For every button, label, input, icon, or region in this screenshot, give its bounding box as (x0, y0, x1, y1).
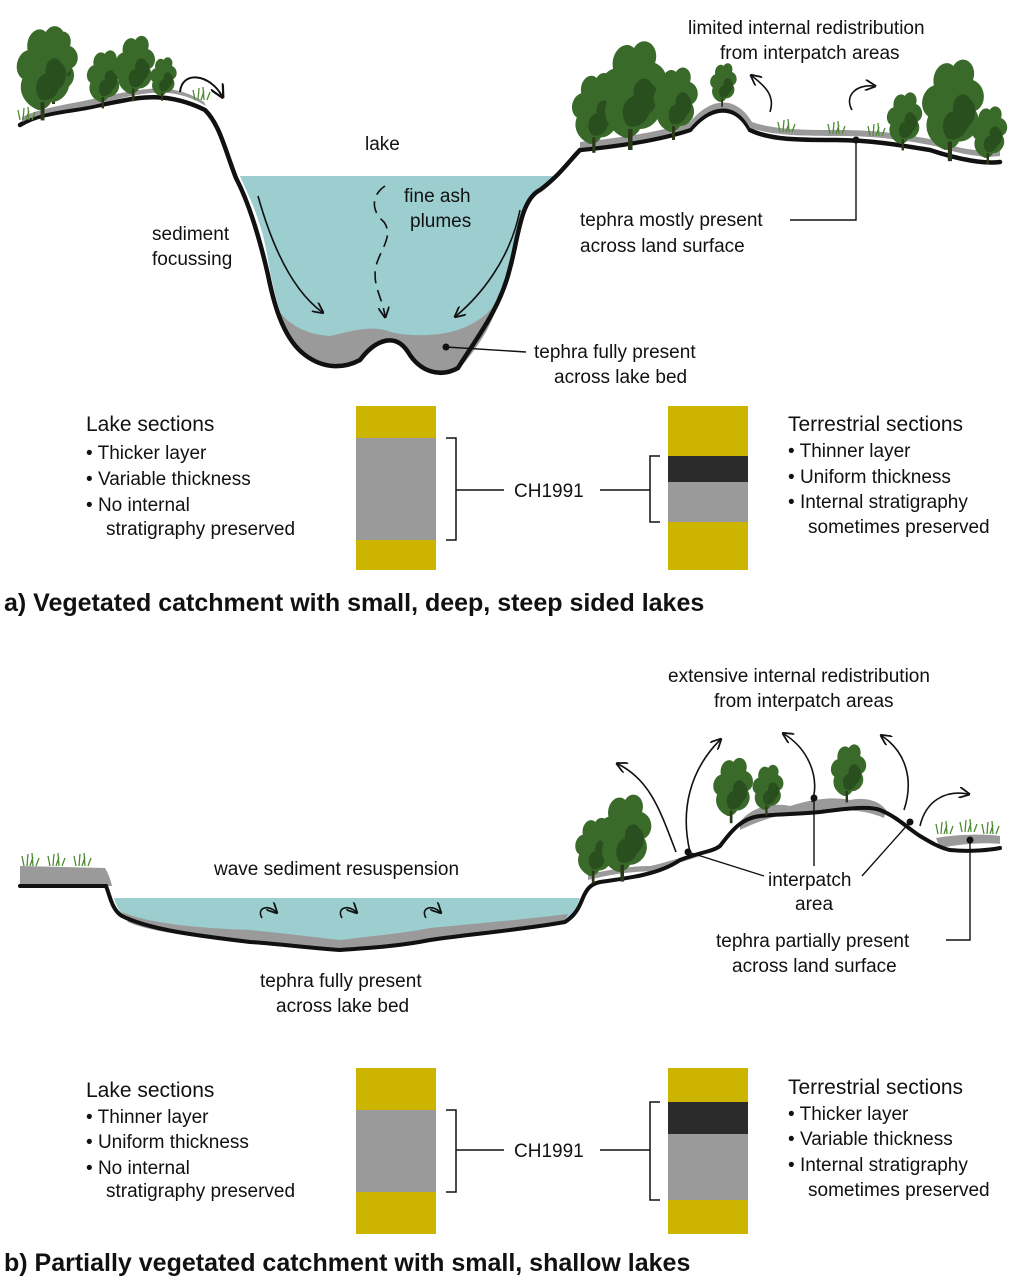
leader-dot (966, 836, 974, 844)
tree-icon (713, 757, 753, 824)
lake-sections-item: • Thinner layer (86, 1107, 209, 1128)
lake-section-column (356, 406, 436, 570)
lake-sections-item: • Thicker layer (86, 443, 207, 464)
panel-b-caption: b) Partially vegetated catchment with sm… (4, 1249, 690, 1277)
grass-icon (935, 820, 954, 835)
bracket (600, 455, 660, 523)
leader-line (861, 821, 911, 877)
redistribution-arrow-icon (784, 734, 816, 803)
redistribution-arrow-icon (179, 76, 222, 96)
wave-arrow-icon (259, 908, 276, 919)
redistribution-arrow-icon (752, 76, 773, 113)
focussing-label: focussing (152, 249, 232, 270)
land-tephra-right (740, 798, 886, 830)
bracket (600, 1101, 660, 1201)
fine-ash-label: fine ash (404, 186, 471, 207)
terrestrial-sections-item: • Thinner layer (788, 441, 911, 462)
ash-plume-arrow-icon (373, 185, 387, 316)
panel-a-caption: a) Vegetated catchment with small, deep,… (4, 589, 704, 617)
terrestrial-sections-title: Terrestrial sections (788, 1076, 963, 1099)
leader-dot (684, 848, 692, 856)
wave-arrow-icon (339, 908, 356, 919)
redistribution-arrow-icon (685, 740, 720, 853)
terrestrial-sections-item: • Internal stratigraphy (788, 1155, 968, 1176)
tree-icon (830, 744, 867, 803)
grass-icon (73, 852, 92, 867)
plumes-label: plumes (410, 211, 471, 232)
redistribution-arrow-icon (919, 793, 968, 827)
terrestrial-sections-title: Terrestrial sections (788, 413, 963, 436)
interpatch-label-line1: interpatch (768, 870, 851, 891)
panel-b: wave sediment resuspension tephra fully … (4, 666, 1002, 1277)
redistribution-label-line1: limited internal redistribution (688, 18, 925, 39)
lake-sections-item: stratigraphy preserved (106, 519, 295, 540)
land-tephra-right (580, 102, 1000, 157)
land-tephra-left (20, 866, 112, 886)
bracket (446, 437, 504, 541)
leader-line (687, 851, 765, 877)
panel-a: lake fine ash plumes sediment focussing … (4, 18, 1008, 617)
lake-sections-item: • Uniform thickness (86, 1132, 249, 1153)
leader-dot (810, 794, 818, 802)
grass-icon (959, 818, 978, 833)
lake-sections-item: stratigraphy preserved (106, 1181, 295, 1202)
tephra-lake-label-line2: across lake bed (276, 996, 409, 1017)
focussing-arrow-icon (456, 209, 521, 316)
tephra-land-label-line1: tephra partially present (716, 931, 910, 952)
lake-sections-item: • No internal (86, 1158, 190, 1179)
ground-profile-a (17, 95, 1003, 375)
tephra-name-label: CH1991 (514, 1141, 584, 1162)
terrestrial-section-column (668, 1068, 748, 1234)
leader-line (445, 346, 527, 353)
terrestrial-sections-item: • Thicker layer (788, 1104, 909, 1125)
redistribution-label-line2: from interpatch areas (720, 43, 900, 64)
leader-dot (906, 818, 914, 826)
tephra-lake-label-line1: tephra fully present (260, 971, 422, 992)
redistribution-arrow-icon (882, 736, 909, 811)
leader-line (946, 840, 971, 941)
bracket (446, 1109, 504, 1193)
ground-profile-b (18, 805, 1002, 953)
sediment-label: sediment (152, 224, 230, 245)
redistribution-label-line2: from interpatch areas (714, 691, 894, 712)
terrestrial-sections-item: • Uniform thickness (788, 467, 951, 488)
interpatch-label-line2: area (795, 894, 833, 915)
focussing-arrow-icon (257, 195, 322, 312)
lake-bed-tephra (272, 300, 498, 373)
tephra-land-label-line2: across land surface (580, 236, 745, 257)
grass-icon (47, 852, 66, 867)
tephra-land-label-line2: across land surface (732, 956, 897, 977)
terrestrial-sections-item: sometimes preserved (808, 517, 990, 538)
redistribution-label-line1: extensive internal redistribution (668, 666, 930, 687)
lake-sections-title: Lake sections (86, 413, 214, 436)
leader-line (790, 140, 857, 221)
tephra-lake-label-line2: across lake bed (554, 367, 687, 388)
wave-arrow-icon (423, 908, 440, 919)
lake-sections-title: Lake sections (86, 1079, 214, 1102)
lake-label: lake (365, 134, 400, 155)
tephra-lake-label-line1: tephra fully present (534, 342, 696, 363)
land-tephra-right (588, 852, 700, 880)
redistribution-arrow-icon (618, 764, 677, 853)
terrestrial-sections-item: sometimes preserved (808, 1180, 990, 1201)
grass-icon (981, 820, 1000, 835)
terrestrial-section-column (668, 406, 748, 570)
leader-dot (852, 136, 860, 144)
lake-section-column (356, 1068, 436, 1234)
tephra-land-label-line1: tephra mostly present (580, 210, 763, 231)
terrestrial-sections-item: • Variable thickness (788, 1129, 953, 1150)
tree-icon (710, 63, 737, 107)
tephra-name-label: CH1991 (514, 481, 584, 502)
leader-dot (442, 343, 450, 351)
terrestrial-sections-item: • Internal stratigraphy (788, 492, 968, 513)
lake-sections-item: • No internal (86, 495, 190, 516)
wave-resuspension-label: wave sediment resuspension (213, 859, 459, 880)
lake-sections-item: • Variable thickness (86, 469, 251, 490)
redistribution-arrow-icon (848, 86, 874, 111)
grass-icon (21, 852, 40, 867)
